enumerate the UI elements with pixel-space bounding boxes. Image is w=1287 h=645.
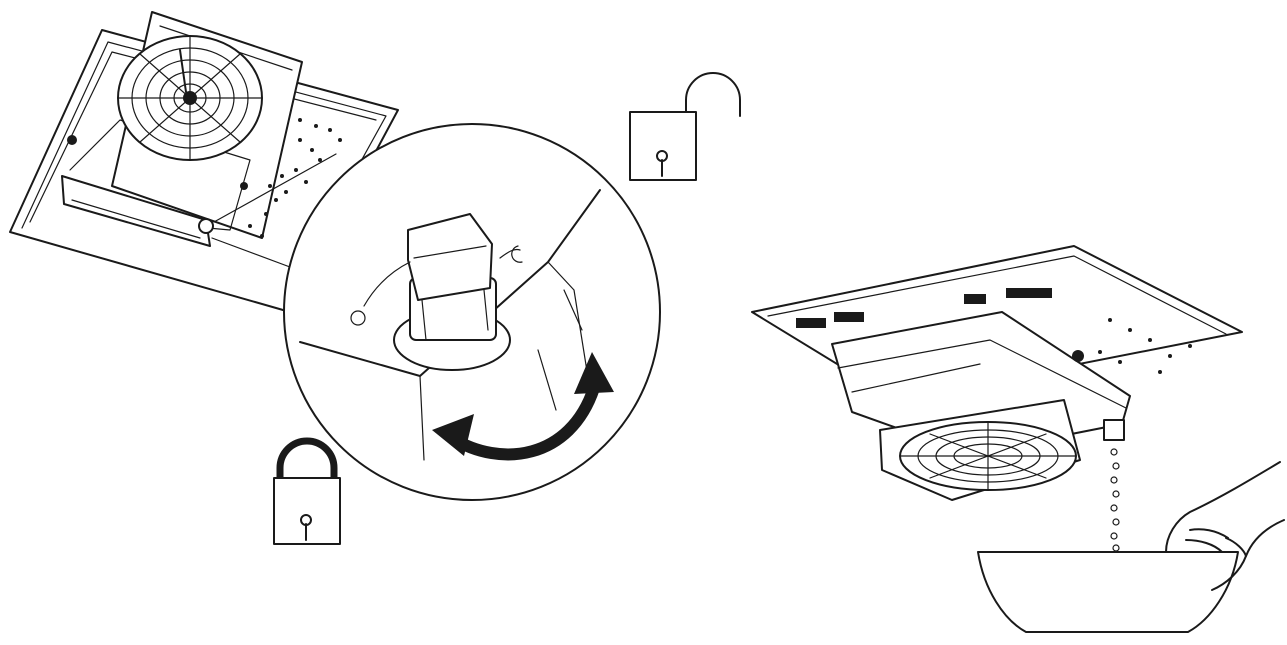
bowl-icon	[977, 551, 1239, 633]
rotate-arrow-icon	[432, 352, 614, 461]
fan-grille	[879, 399, 1081, 501]
water-stream	[1110, 448, 1120, 552]
hand-icon	[1165, 461, 1285, 591]
appliance-draining	[751, 245, 1243, 552]
padlock-open-icon	[629, 72, 741, 181]
appliance-underside	[9, 11, 399, 313]
fan-grille	[117, 35, 263, 161]
callout-line	[211, 237, 299, 271]
detail-magnifier	[283, 123, 661, 501]
drain-valve	[350, 213, 523, 371]
callout-line	[213, 153, 337, 223]
padlock-closed-icon	[273, 437, 341, 545]
